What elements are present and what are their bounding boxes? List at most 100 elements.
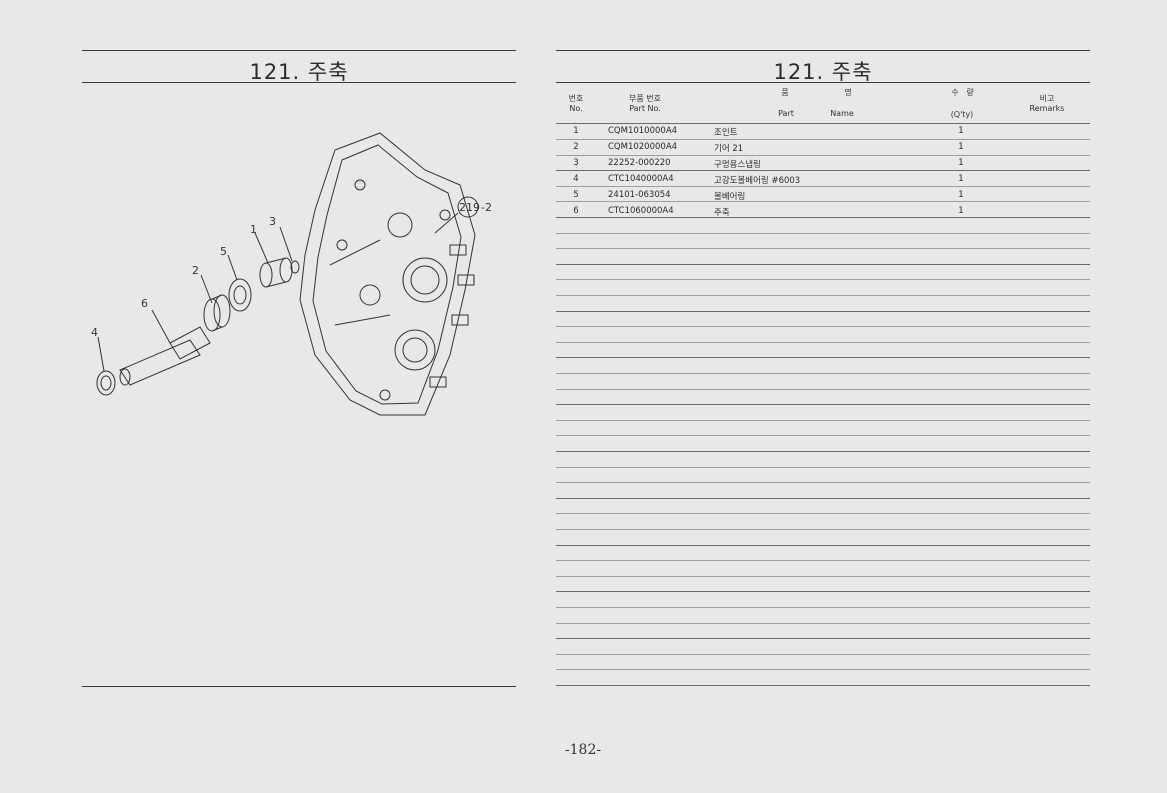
table-rule-line (556, 435, 1090, 437)
table-rule-line (556, 529, 1090, 530)
table-rule-line (556, 591, 1090, 593)
callout-3: 3 (269, 215, 276, 228)
table-rule-line (556, 232, 1090, 234)
reference-number: 219 (459, 201, 480, 214)
table-rule-line (556, 310, 1090, 312)
header-no-en: No. (569, 104, 583, 113)
header-qty-ko-2: 량 (966, 88, 974, 97)
header-name-en-2: Name (830, 109, 854, 118)
row-number: 6 (573, 206, 579, 216)
table-rule-line (556, 248, 1090, 250)
row-part-number: CTC1060000A4 (608, 206, 674, 216)
callout-5: 5 (220, 245, 227, 258)
right-title-underline (556, 82, 1090, 83)
table-row: 2 CQM1020000A4 기어 21 1 (556, 139, 1090, 155)
gear-case-housing (299, 132, 476, 416)
table-row: 1 CQM1010000A4 조인트 1 (556, 123, 1090, 139)
row-part-number: 24101-063054 (608, 190, 671, 200)
header-remarks-ko: 비고 (1039, 94, 1055, 103)
table-rule-line (556, 357, 1090, 359)
header-qty-en: (Q'ty) (950, 110, 974, 119)
table-rule-line (556, 575, 1090, 577)
table-rule-line (556, 326, 1090, 328)
table-rule-line (556, 544, 1090, 546)
ball-bearing-part (228, 278, 252, 312)
table-rule-line (556, 482, 1090, 484)
row-part-name: 구멍용스냅링 (714, 160, 761, 170)
table-rule-line (556, 217, 1090, 218)
joint-part (259, 257, 293, 288)
row-part-name: 기어 21 (714, 144, 744, 154)
table-rule-line (556, 373, 1090, 374)
table-rule-line (556, 653, 1090, 655)
table-rule-line (556, 638, 1090, 640)
header-name-ko-2: 명 (844, 88, 852, 97)
exploded-parts-diagram: 219 -2 3 1 5 2 (91, 132, 492, 416)
header-part-no-ko: 부품 번호 (629, 94, 661, 103)
table-row: 6 CTC1060000A4 주축 1 (556, 203, 1090, 219)
bottom-rule (82, 686, 516, 687)
table-rule-line (556, 513, 1090, 515)
top-rule (82, 50, 516, 51)
table-rule-line (556, 295, 1090, 296)
row-number: 3 (573, 158, 579, 168)
table-rule-line (556, 123, 1090, 124)
table-rule-line (556, 497, 1090, 499)
row-part-number: CQM1010000A4 (608, 126, 678, 136)
row-number: 5 (573, 190, 579, 200)
table-rule-line (556, 263, 1090, 265)
row-quantity: 1 (958, 190, 964, 200)
header-part-no-en: Part No. (629, 104, 661, 113)
row-part-name: 볼베어링 (714, 192, 746, 202)
table-rule-line (556, 560, 1090, 562)
right-top-rule (556, 50, 1090, 51)
table-rule-line (556, 451, 1090, 452)
high-strength-bearing-part (96, 370, 116, 396)
row-part-number: 22252-000220 (608, 158, 671, 168)
left-page-title: 121. 주축 (249, 60, 349, 84)
table-row: 4 CTC1040000A4 고강도볼베어링 #6003 1 (556, 171, 1090, 187)
header-no-ko: 번호 (568, 94, 584, 103)
row-part-name: 고강도볼베어링 #6003 (714, 176, 801, 186)
row-quantity: 1 (958, 142, 964, 152)
table-rule-line (556, 170, 1090, 172)
callout-6: 6 (141, 297, 148, 310)
header-name-ko-1: 품 (781, 88, 789, 97)
snap-ring-part (290, 260, 300, 274)
callout-1: 1 (250, 223, 257, 236)
row-part-number: CQM1020000A4 (608, 142, 678, 152)
table-row: 3 22252-000220 구멍용스냅링 1 (556, 155, 1090, 171)
page-number: -182- (564, 742, 602, 758)
title-underline (82, 82, 516, 83)
row-quantity: 1 (958, 158, 964, 168)
row-number: 4 (573, 174, 579, 184)
table-rule-line (556, 201, 1090, 203)
table-rule-line (556, 139, 1090, 140)
callout-4: 4 (91, 326, 98, 339)
table-rule-line (556, 185, 1090, 187)
row-quantity: 1 (958, 174, 964, 184)
row-quantity: 1 (958, 126, 964, 136)
table-rule-line (556, 404, 1090, 406)
main-shaft-part (119, 326, 211, 386)
table-row: 5 24101-063054 볼베어링 1 (556, 187, 1090, 203)
callout-2: 2 (192, 264, 199, 277)
header-qty-ko-1: 수 (951, 88, 959, 97)
table-rule-line (556, 154, 1090, 156)
reference-suffix: -2 (481, 201, 492, 214)
table-rule-line (556, 622, 1090, 624)
right-page-title: 121. 주축 (773, 60, 873, 84)
table-rule-line (556, 388, 1090, 390)
left-page: 121. 주축 219 -2 (0, 0, 560, 793)
row-part-name: 주축 (714, 208, 730, 218)
reference-circle (457, 196, 479, 218)
table-rule-line (556, 279, 1090, 281)
table-rule-line (556, 341, 1090, 343)
header-remarks-en: Remarks (1029, 104, 1065, 113)
table-rule-line (556, 466, 1090, 468)
table-rule-line (556, 685, 1090, 686)
header-name-en-1: Part (778, 109, 794, 118)
table-rule-line (556, 607, 1090, 608)
table-rule-line (556, 419, 1090, 421)
table-rule-line (556, 669, 1090, 671)
